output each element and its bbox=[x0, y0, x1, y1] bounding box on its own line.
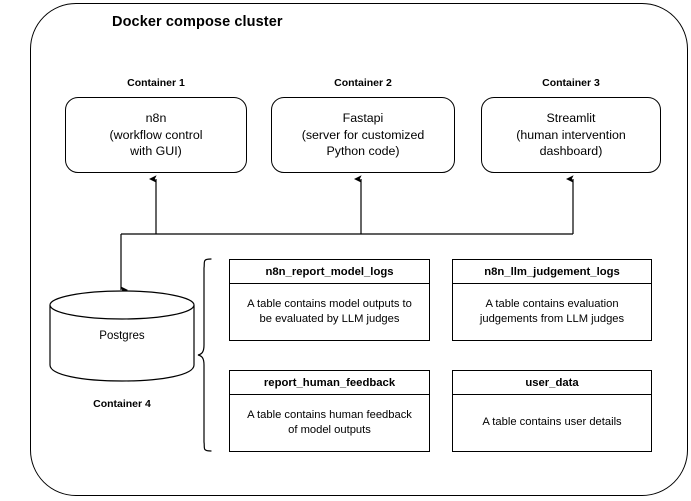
table-name: report_human_feedback bbox=[230, 371, 429, 395]
container-3-caption: Container 3 bbox=[542, 77, 600, 89]
container-1-caption: Container 1 bbox=[127, 77, 185, 89]
table-description: A table contains human feedback of model… bbox=[247, 408, 412, 437]
table-description: A table contains evaluation judgements f… bbox=[479, 297, 625, 326]
table-name: n8n_llm_judgement_logs bbox=[453, 260, 651, 284]
container-3-label: Streamlit (human intervention dashboard) bbox=[516, 111, 626, 159]
table-card-report-human-feedback[interactable]: report_human_feedback A table contains h… bbox=[229, 370, 430, 452]
container-2-label: Fastapi (server for customized Python co… bbox=[301, 111, 425, 159]
table-description: A table contains user details bbox=[482, 416, 622, 429]
docker-compose-cluster-boundary bbox=[30, 3, 688, 496]
table-name: n8n_report_model_logs bbox=[230, 260, 429, 284]
table-name: user_data bbox=[453, 371, 651, 395]
table-description: A table contains model outputs to be eva… bbox=[247, 297, 412, 326]
container-3-node[interactable]: Streamlit (human intervention dashboard) bbox=[481, 97, 661, 173]
container-1-node[interactable]: n8n (workflow control with GUI) bbox=[65, 97, 247, 173]
container-4-caption: Container 4 bbox=[93, 398, 151, 410]
container-1-label: n8n (workflow control with GUI) bbox=[109, 111, 203, 159]
table-card-user-data[interactable]: user_data A table contains user details bbox=[452, 370, 652, 452]
table-card-n8n-llm-judgement-logs[interactable]: n8n_llm_judgement_logs A table contains … bbox=[452, 259, 652, 341]
database-label: Postgres bbox=[99, 330, 145, 342]
cluster-title: Docker compose cluster bbox=[112, 14, 283, 30]
table-card-n8n-report-model-logs[interactable]: n8n_report_model_logs A table contains m… bbox=[229, 259, 430, 341]
container-2-caption: Container 2 bbox=[334, 77, 392, 89]
container-2-node[interactable]: Fastapi (server for customized Python co… bbox=[271, 97, 455, 173]
